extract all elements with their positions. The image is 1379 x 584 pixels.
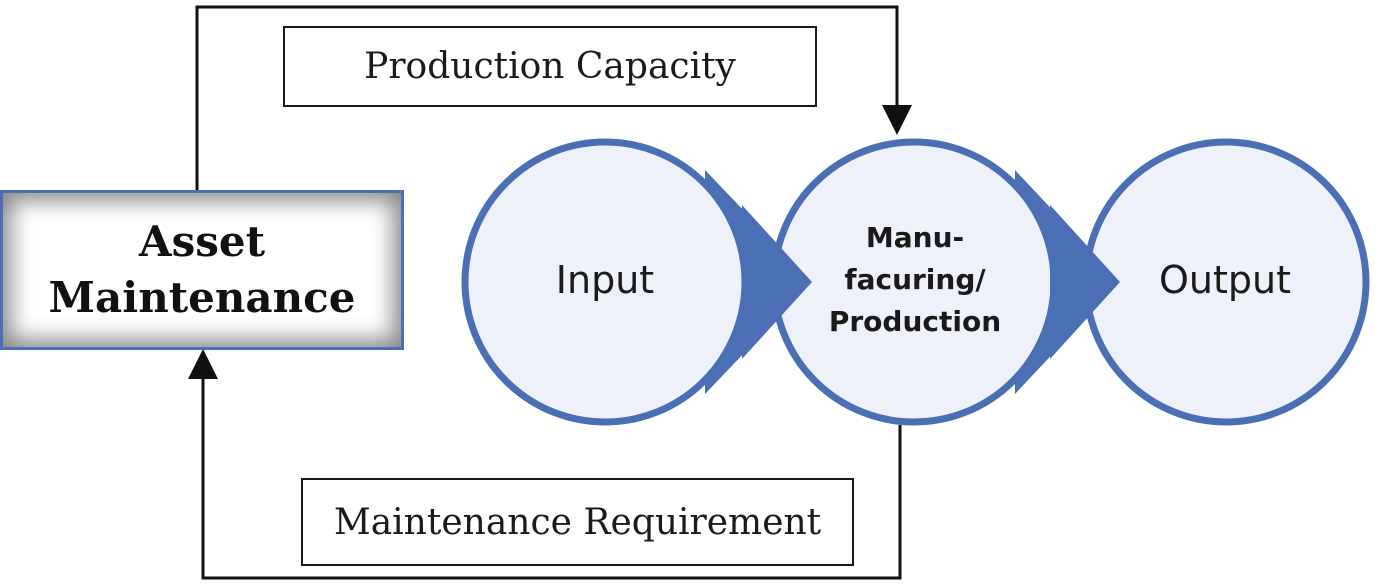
manufacturing-to-output-tip — [1050, 205, 1120, 359]
asset-title-line-2: Maintenance — [48, 273, 356, 322]
production-capacity-label: Production Capacity — [283, 26, 817, 107]
input-label: Input — [555, 258, 655, 302]
output-label: Output — [1159, 258, 1291, 302]
capacity-flow-arrow — [195, 5, 912, 190]
asset-title-line-1: Asset — [139, 217, 265, 266]
requirement-flow-arrow — [188, 349, 902, 580]
maintenance-requirement-label: Maintenance Requirement — [301, 478, 854, 566]
manufacturing-label-line-1: Manu- — [865, 221, 965, 254]
manufacturing-label: Manu- facuring/ Production — [800, 215, 1030, 345]
asset-maintenance-title: Asset Maintenance — [49, 214, 356, 326]
manufacturing-label-line-2: facuring/ — [844, 263, 986, 296]
asset-maintenance-box: Asset Maintenance — [0, 190, 404, 350]
manufacturing-label-line-3: Production — [828, 305, 1002, 338]
input-to-manufacturing-tip — [742, 205, 812, 359]
